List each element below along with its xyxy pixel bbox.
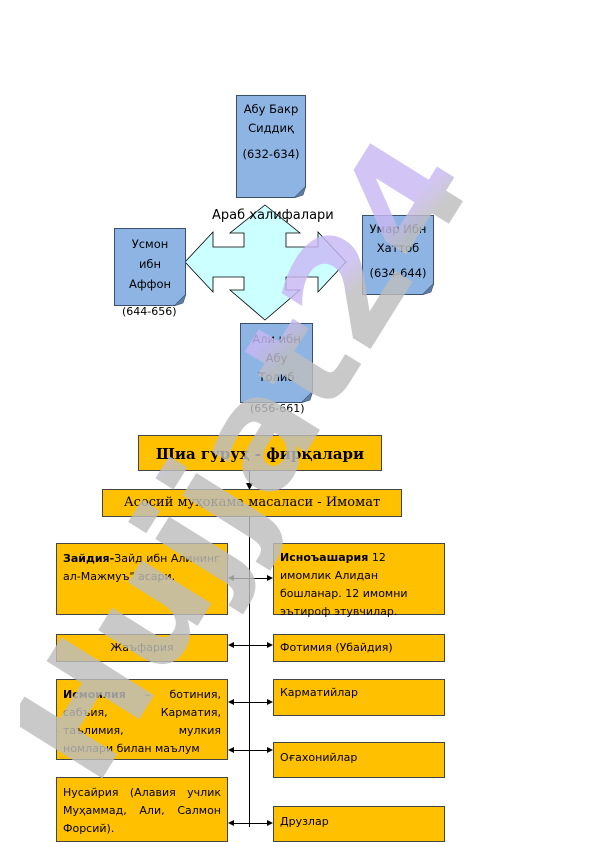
abu-bakr-line2: Сиддиқ — [248, 121, 294, 135]
ismoiliya-name: Исмоилия — [63, 688, 126, 701]
ali-dates: (656-661) — [250, 402, 305, 415]
usmon-line2: ибн — [138, 257, 162, 271]
down-arrow-icon — [246, 483, 253, 490]
box-isnoashariya: Исноъашария 12 имомлик Алидан бошланар. … — [273, 543, 445, 618]
box-ismoiliya: Исмоилия – ботиния, сабъия, Карматия, та… — [56, 679, 228, 760]
ogahoniylar-text: Оғахонийлар — [280, 751, 358, 764]
isnoashariya-text: 12 имомлик Алидан бошланар. 12 имомни эъ… — [280, 551, 408, 618]
usmon-dates: (644-656) — [122, 305, 177, 318]
fold-corner-icon — [294, 186, 306, 198]
fold-corner-icon — [174, 294, 186, 306]
karmatiylar-text: Карматийлар — [280, 686, 359, 699]
vertical-spine — [249, 517, 250, 827]
fotimiya-text: Фотимия (Убайдия) — [280, 641, 393, 654]
umar-line2: Хаттоб — [376, 241, 420, 255]
title-connector — [249, 471, 250, 484]
isnoashariya-name: Исноъашария — [280, 551, 369, 564]
arrow-right-icon — [267, 575, 273, 581]
abu-bakr-dates: (632-634) — [242, 147, 300, 161]
box-fotimiya: Фотимия (Убайдия) — [273, 634, 445, 662]
arrow-left-icon — [228, 699, 234, 705]
druzlar-text: Друзлар — [280, 815, 329, 828]
umar-line1: Умар Ибн — [369, 222, 427, 236]
arrow-left-icon — [228, 642, 234, 648]
caliph-ali: Али ибн Абу Толиб — [240, 323, 313, 403]
caliph-abu-bakr: Абу Бакр Сиддиқ (632-634) — [236, 95, 306, 198]
abu-bakr-line1: Абу Бакр — [243, 102, 299, 116]
fold-corner-icon — [301, 391, 313, 403]
box-zaydiya: Зайдия-Зайд ибн Алининг ал-Мажмуъ" асари… — [56, 543, 228, 615]
shia-subtitle: Асосий муҳокама масаласи - Имомат — [102, 489, 402, 517]
ali-line1: Али ибн — [252, 332, 301, 346]
ali-line2: Абу — [265, 351, 288, 365]
caliph-umar: Умар Ибн Хаттоб (634-644) — [362, 215, 434, 295]
ali-line3: Толиб — [258, 370, 295, 384]
jafariya-text: Жаъфария — [110, 641, 174, 654]
arrow-left-icon — [228, 747, 234, 753]
umar-dates: (634-644) — [369, 266, 427, 280]
box-jafariya: Жаъфария — [56, 634, 228, 662]
arrow-right-icon — [267, 642, 273, 648]
fold-corner-icon — [422, 283, 434, 295]
box-karmatiylar: Карматийлар — [273, 679, 445, 716]
nusayriya-text: Нусайрия (Алавия учлик Муҳаммад, Али, Са… — [63, 786, 221, 835]
caliph-usmon: Усмон ибн Аффон — [114, 228, 186, 306]
box-nusayriya: Нусайрия (Алавия учлик Муҳаммад, Али, Са… — [56, 777, 228, 842]
ismoiliya-text: – ботиния, сабъия, Карматия, таълимия, м… — [63, 688, 221, 755]
arrow-right-icon — [267, 747, 273, 753]
arrow-right-icon — [267, 699, 273, 705]
box-ogahoniylar: Оғахонийлар — [273, 742, 445, 778]
usmon-line3: Аффон — [128, 277, 172, 291]
zaydiya-name: Зайдия- — [63, 552, 115, 565]
arrow-right-icon — [267, 820, 273, 826]
usmon-line1: Усмон — [131, 237, 169, 251]
arrow-left-icon — [228, 820, 234, 826]
shia-title: Шиа гуруҳ - фирқалари — [138, 435, 382, 471]
arrow-left-icon — [228, 575, 234, 581]
box-druzlar: Друзлар — [273, 806, 445, 842]
zaydiya-text: Зайд ибн Алининг ал-Мажмуъ" асари. — [63, 552, 220, 583]
caliphs-label: Араб халифалари — [212, 208, 334, 223]
